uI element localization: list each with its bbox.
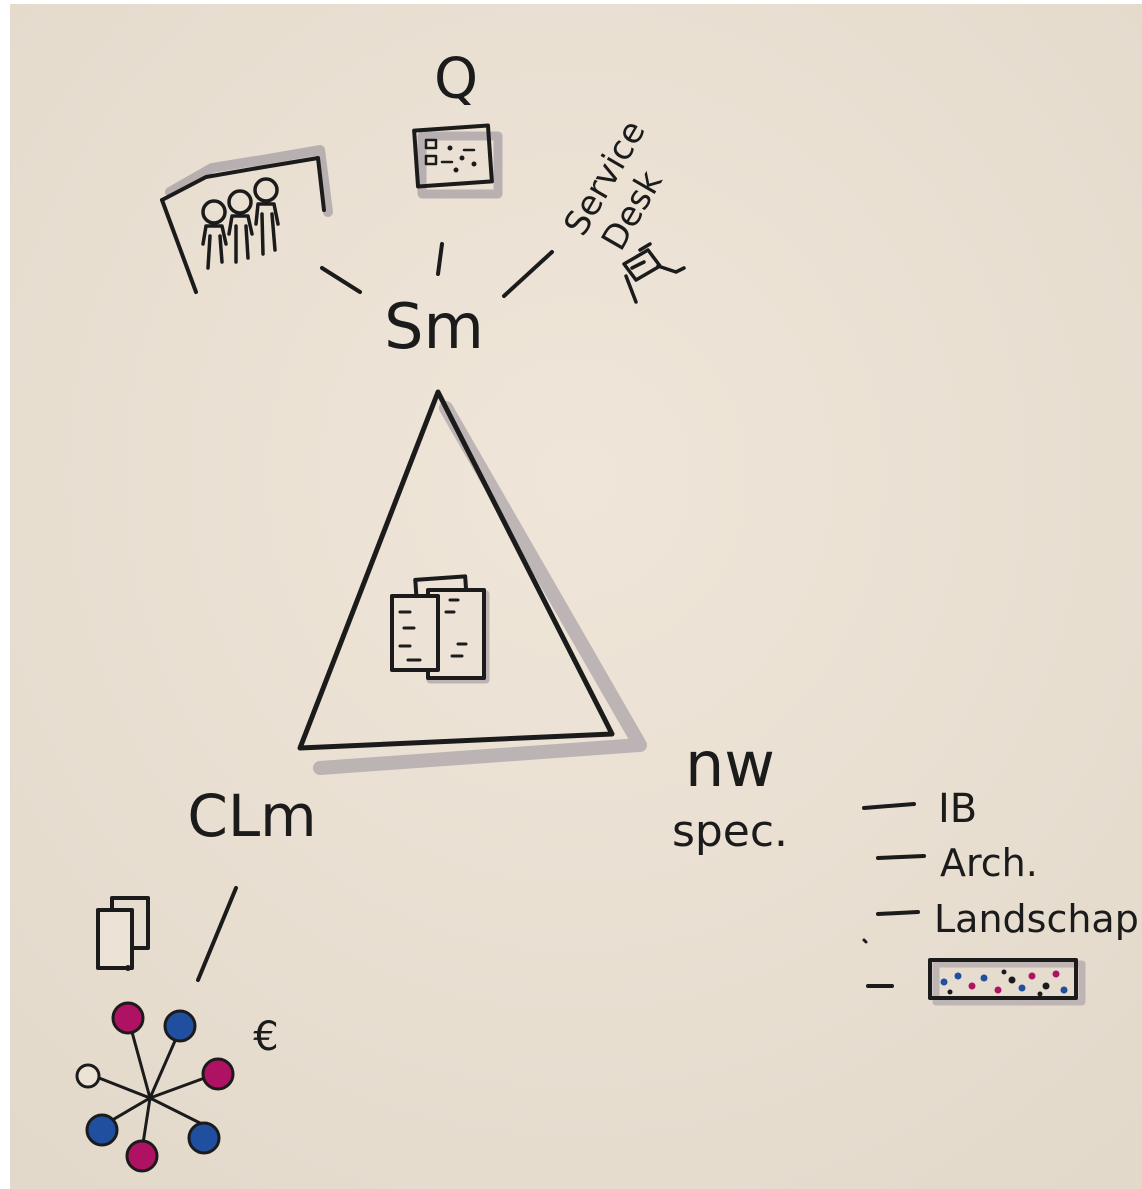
label-q: Q <box>434 47 478 112</box>
label-clm: CLm <box>187 782 316 850</box>
label-spec: spec. <box>672 806 788 857</box>
list-item-arch: Arch. <box>940 841 1038 885</box>
label-nw: nw <box>685 728 775 801</box>
label-euro: € <box>253 1014 278 1060</box>
list-item-landschap: Landschap <box>934 897 1139 941</box>
label-sm: Sm <box>384 290 484 363</box>
list-item-ib: IB <box>938 786 977 832</box>
